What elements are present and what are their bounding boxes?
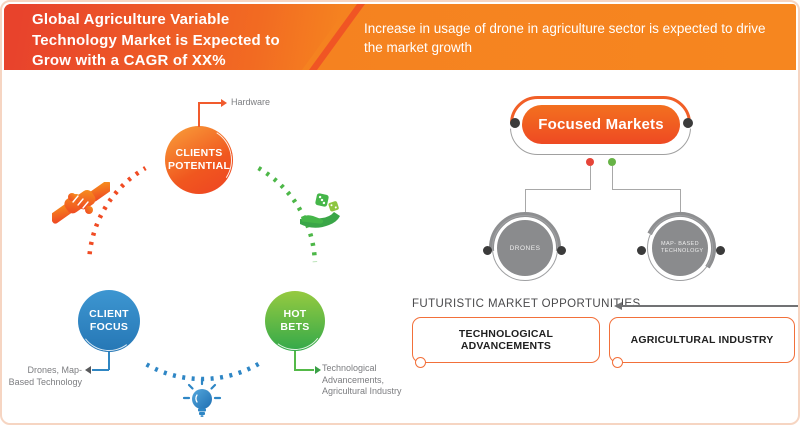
header-left-panel <box>4 4 350 70</box>
map-tech-label: MAP- BASED TECHNOLOGY <box>661 240 704 255</box>
node-hot-bets: HOT BETS <box>265 291 325 351</box>
focused-markets-green-dot <box>608 158 616 166</box>
hot-bets-connector-h <box>294 369 314 371</box>
opportunity-box-technological-advancements: TECHNOLOGICAL ADVANCEMENTS <box>412 317 600 363</box>
map-tech-left-dot <box>637 246 646 255</box>
drones-label: DRONES <box>509 244 541 252</box>
focused-markets-right-anchor-dot <box>683 118 693 128</box>
opportunity-label: AGRICULTURAL INDUSTRY <box>630 334 774 346</box>
fm-link-line <box>525 189 526 214</box>
fm-link-line <box>611 166 613 190</box>
lightbulb-icon <box>182 378 222 417</box>
map-tech-right-dot <box>716 246 725 255</box>
focused-markets-title: Focused Markets <box>538 116 664 133</box>
market-node-drones: DRONES <box>489 212 561 284</box>
futuristic-opportunities-title: FUTURISTIC MARKET OPPORTUNITIES <box>412 298 641 310</box>
futuristic-arrow-icon <box>614 302 622 310</box>
opportunity-knob-icon <box>612 357 623 368</box>
money-hand-icon <box>300 193 340 228</box>
node-client-focus: CLIENT FOCUS <box>78 290 140 352</box>
page-title: Global Agriculture Variable Technology M… <box>32 11 280 69</box>
client-focus-connector-v <box>108 352 110 370</box>
opportunity-box-agricultural-industry: AGRICULTURAL INDUSTRY <box>609 317 795 363</box>
map-tech-circle: MAP- BASED TECHNOLOGY <box>652 220 708 276</box>
page-subtitle: Increase in usage of drone in agricultur… <box>364 21 766 55</box>
clients-potential-callout: Hardware <box>231 97 271 107</box>
clients-potential-connector-v <box>198 102 200 127</box>
fm-link-line <box>589 166 591 190</box>
fm-link-line <box>525 189 590 190</box>
node-clients-potential-label: CLIENTS POTENTIAL <box>168 147 231 172</box>
clients-potential-arrow-icon <box>221 98 227 107</box>
opportunity-label: TECHNOLOGICAL ADVANCEMENTS <box>458 328 554 352</box>
node-client-focus-label: CLIENT FOCUS <box>89 308 129 333</box>
focused-markets-pill: Focused Markets <box>522 105 680 144</box>
market-node-map-based-technology: MAP- BASED TECHNOLOGY <box>644 212 716 284</box>
clients-potential-connector-h <box>198 102 221 104</box>
focused-markets-red-dot <box>586 158 594 166</box>
hot-bets-connector-v <box>294 351 296 370</box>
fm-link-line <box>679 189 681 214</box>
client-focus-arrow-icon <box>85 366 91 374</box>
drones-right-dot <box>557 246 566 255</box>
client-focus-connector-h <box>92 369 109 371</box>
handshake-icon <box>52 182 110 224</box>
header-banner: Global Agriculture Variable Technology M… <box>4 4 796 70</box>
node-clients-potential: CLIENTS POTENTIAL <box>165 126 233 194</box>
map-tech-thin-ring <box>647 215 713 281</box>
hot-bets-callout: Technological Advancements, Agricultural… <box>322 363 402 396</box>
client-focus-callout: Drones, Map-Based Technology <box>8 365 82 387</box>
opportunity-knob-icon <box>415 357 426 368</box>
drones-left-dot <box>483 246 492 255</box>
fm-link-line <box>612 189 680 190</box>
futuristic-pointer-line <box>622 305 798 307</box>
drones-circle: DRONES <box>497 220 553 276</box>
focused-markets-left-anchor-dot <box>510 118 520 128</box>
node-hot-bets-label: HOT BETS <box>280 308 310 333</box>
hot-bets-arrow-icon <box>315 366 321 374</box>
